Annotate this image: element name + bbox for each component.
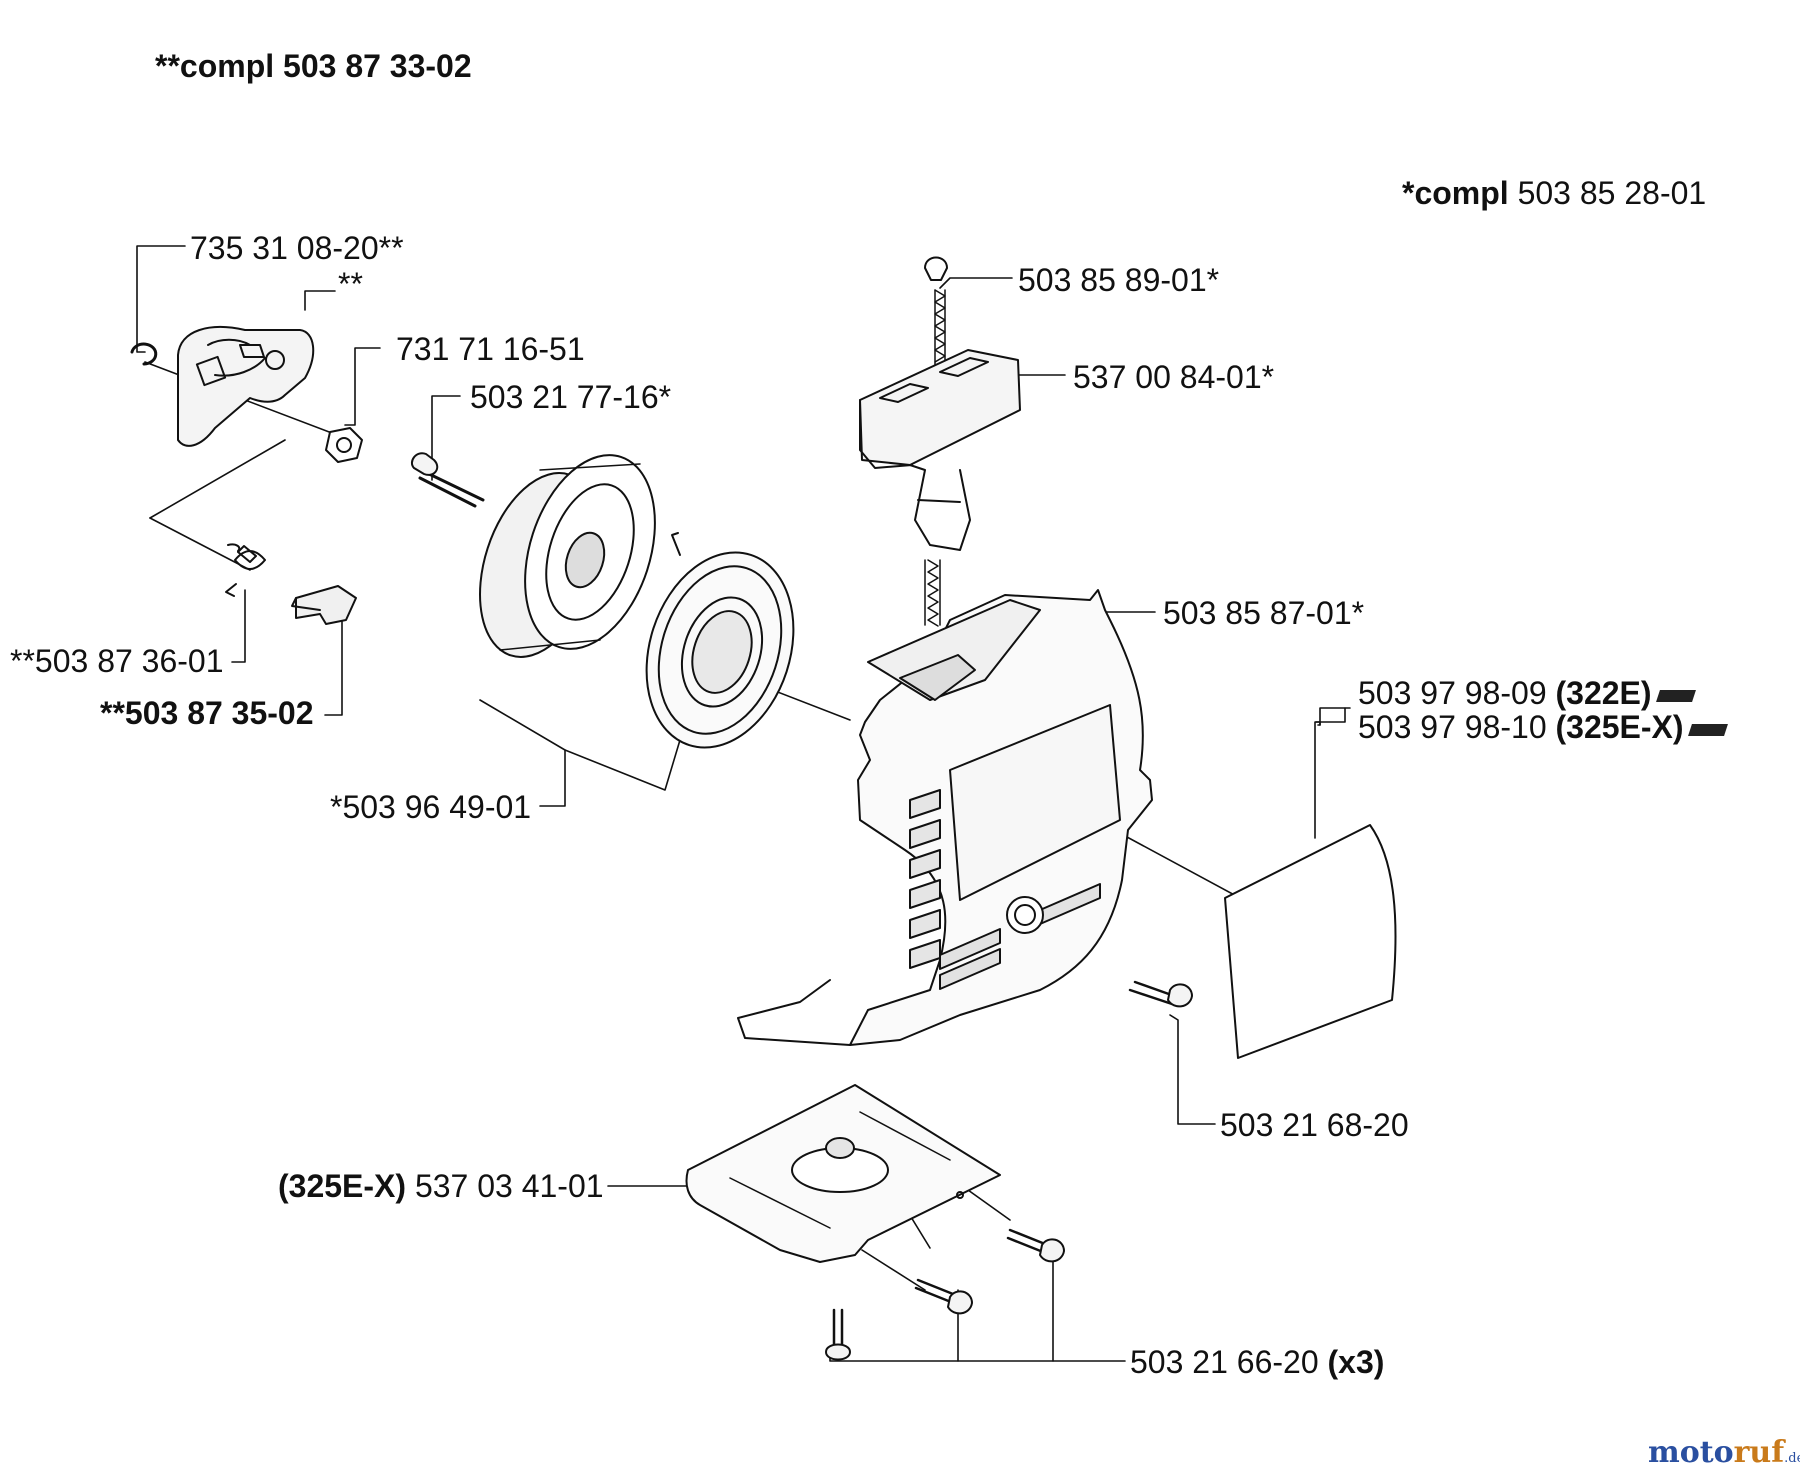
assembly-header-b-prefix: *compl <box>1402 175 1509 211</box>
starter-housing-part <box>737 589 1153 1046</box>
retaining-clip-part <box>130 342 158 366</box>
assembly-header-b: *compl 503 85 28-01 <box>1402 177 1706 209</box>
label-537-00-84-01: 537 00 84-01* <box>1073 359 1275 395</box>
nut-part <box>325 427 363 463</box>
decal-tag-icon <box>1687 723 1728 736</box>
label-503-97-98-10-number: 503 97 98-10 <box>1358 709 1547 745</box>
label-537-03-41-01: (325E-X) 537 03 41-01 <box>278 1170 604 1202</box>
starter-handle-part <box>859 349 1021 551</box>
pawl-spring-part <box>225 543 266 597</box>
label-503-85-87-01: 503 85 87-01* <box>1163 595 1365 631</box>
label-pawl-plate: ** <box>338 266 363 302</box>
label-503-21-66-20-qty: (x3) <box>1327 1344 1385 1380</box>
rope-clip-part <box>924 256 948 281</box>
label-503-97-98-09: 503 97 98-09 (322E) <box>1358 675 1696 711</box>
label-503-97-98-10: 503 97 98-10 (325E-X) <box>1358 709 1728 745</box>
pawl-plate-part <box>177 326 315 447</box>
watermark-logo: motoruf.de <box>1648 1435 1800 1470</box>
label-537-03-41-01-model: (325E-X) <box>278 1168 407 1204</box>
label-735-31-08-20: 735 31 08-20** <box>190 230 404 266</box>
label-537-03-41-01-number: 537 03 41-01 <box>414 1168 604 1204</box>
label-503-96-49-01: *503 96 49-01 <box>330 789 532 825</box>
recoil-spring-part <box>645 532 795 749</box>
label-503-21-77-16: 503 21 77-16* <box>470 379 672 415</box>
decal-tag-icon <box>1655 689 1696 702</box>
base-screw-2-part <box>914 1278 973 1315</box>
label-503-85-89-01: 503 85 89-01* <box>1018 262 1220 298</box>
starter-pawl-part <box>291 585 357 625</box>
base-screw-1-part <box>1006 1228 1065 1263</box>
assembly-header-a: **compl 503 87 33-02 <box>155 48 472 84</box>
assembly-header-b-number: 503 85 28-01 <box>1517 175 1707 211</box>
label-503-87-36-01: **503 87 36-01 <box>10 643 224 679</box>
watermark-suffix: .de <box>1784 1451 1800 1466</box>
label-503-21-66-20: 503 21 66-20 (x3) <box>1130 1346 1384 1378</box>
rope-pulley-part <box>479 454 656 658</box>
label-503-21-68-20: 503 21 68-20 <box>1220 1107 1409 1143</box>
label-731-71-16-51: 731 71 16-51 <box>396 331 585 367</box>
watermark-text-b: ruf <box>1733 1435 1785 1470</box>
base-screw-3-part <box>825 1308 851 1361</box>
housing-screw-part <box>1128 980 1193 1008</box>
pulley-bolt-part <box>410 452 485 508</box>
base-plate-part <box>685 1084 1001 1263</box>
watermark-text-a: moto <box>1648 1435 1734 1470</box>
label-503-21-66-20-number: 503 21 66-20 <box>1130 1344 1319 1380</box>
label-503-97-98-09-model: (322E) <box>1555 675 1652 711</box>
label-503-97-98-10-model: (325E-X) <box>1555 709 1684 745</box>
rope-part <box>924 289 946 627</box>
label-503-87-35-02: **503 87 35-02 <box>100 695 314 731</box>
label-503-97-98-09-number: 503 97 98-09 <box>1358 675 1547 711</box>
decal-part <box>1224 824 1397 1059</box>
